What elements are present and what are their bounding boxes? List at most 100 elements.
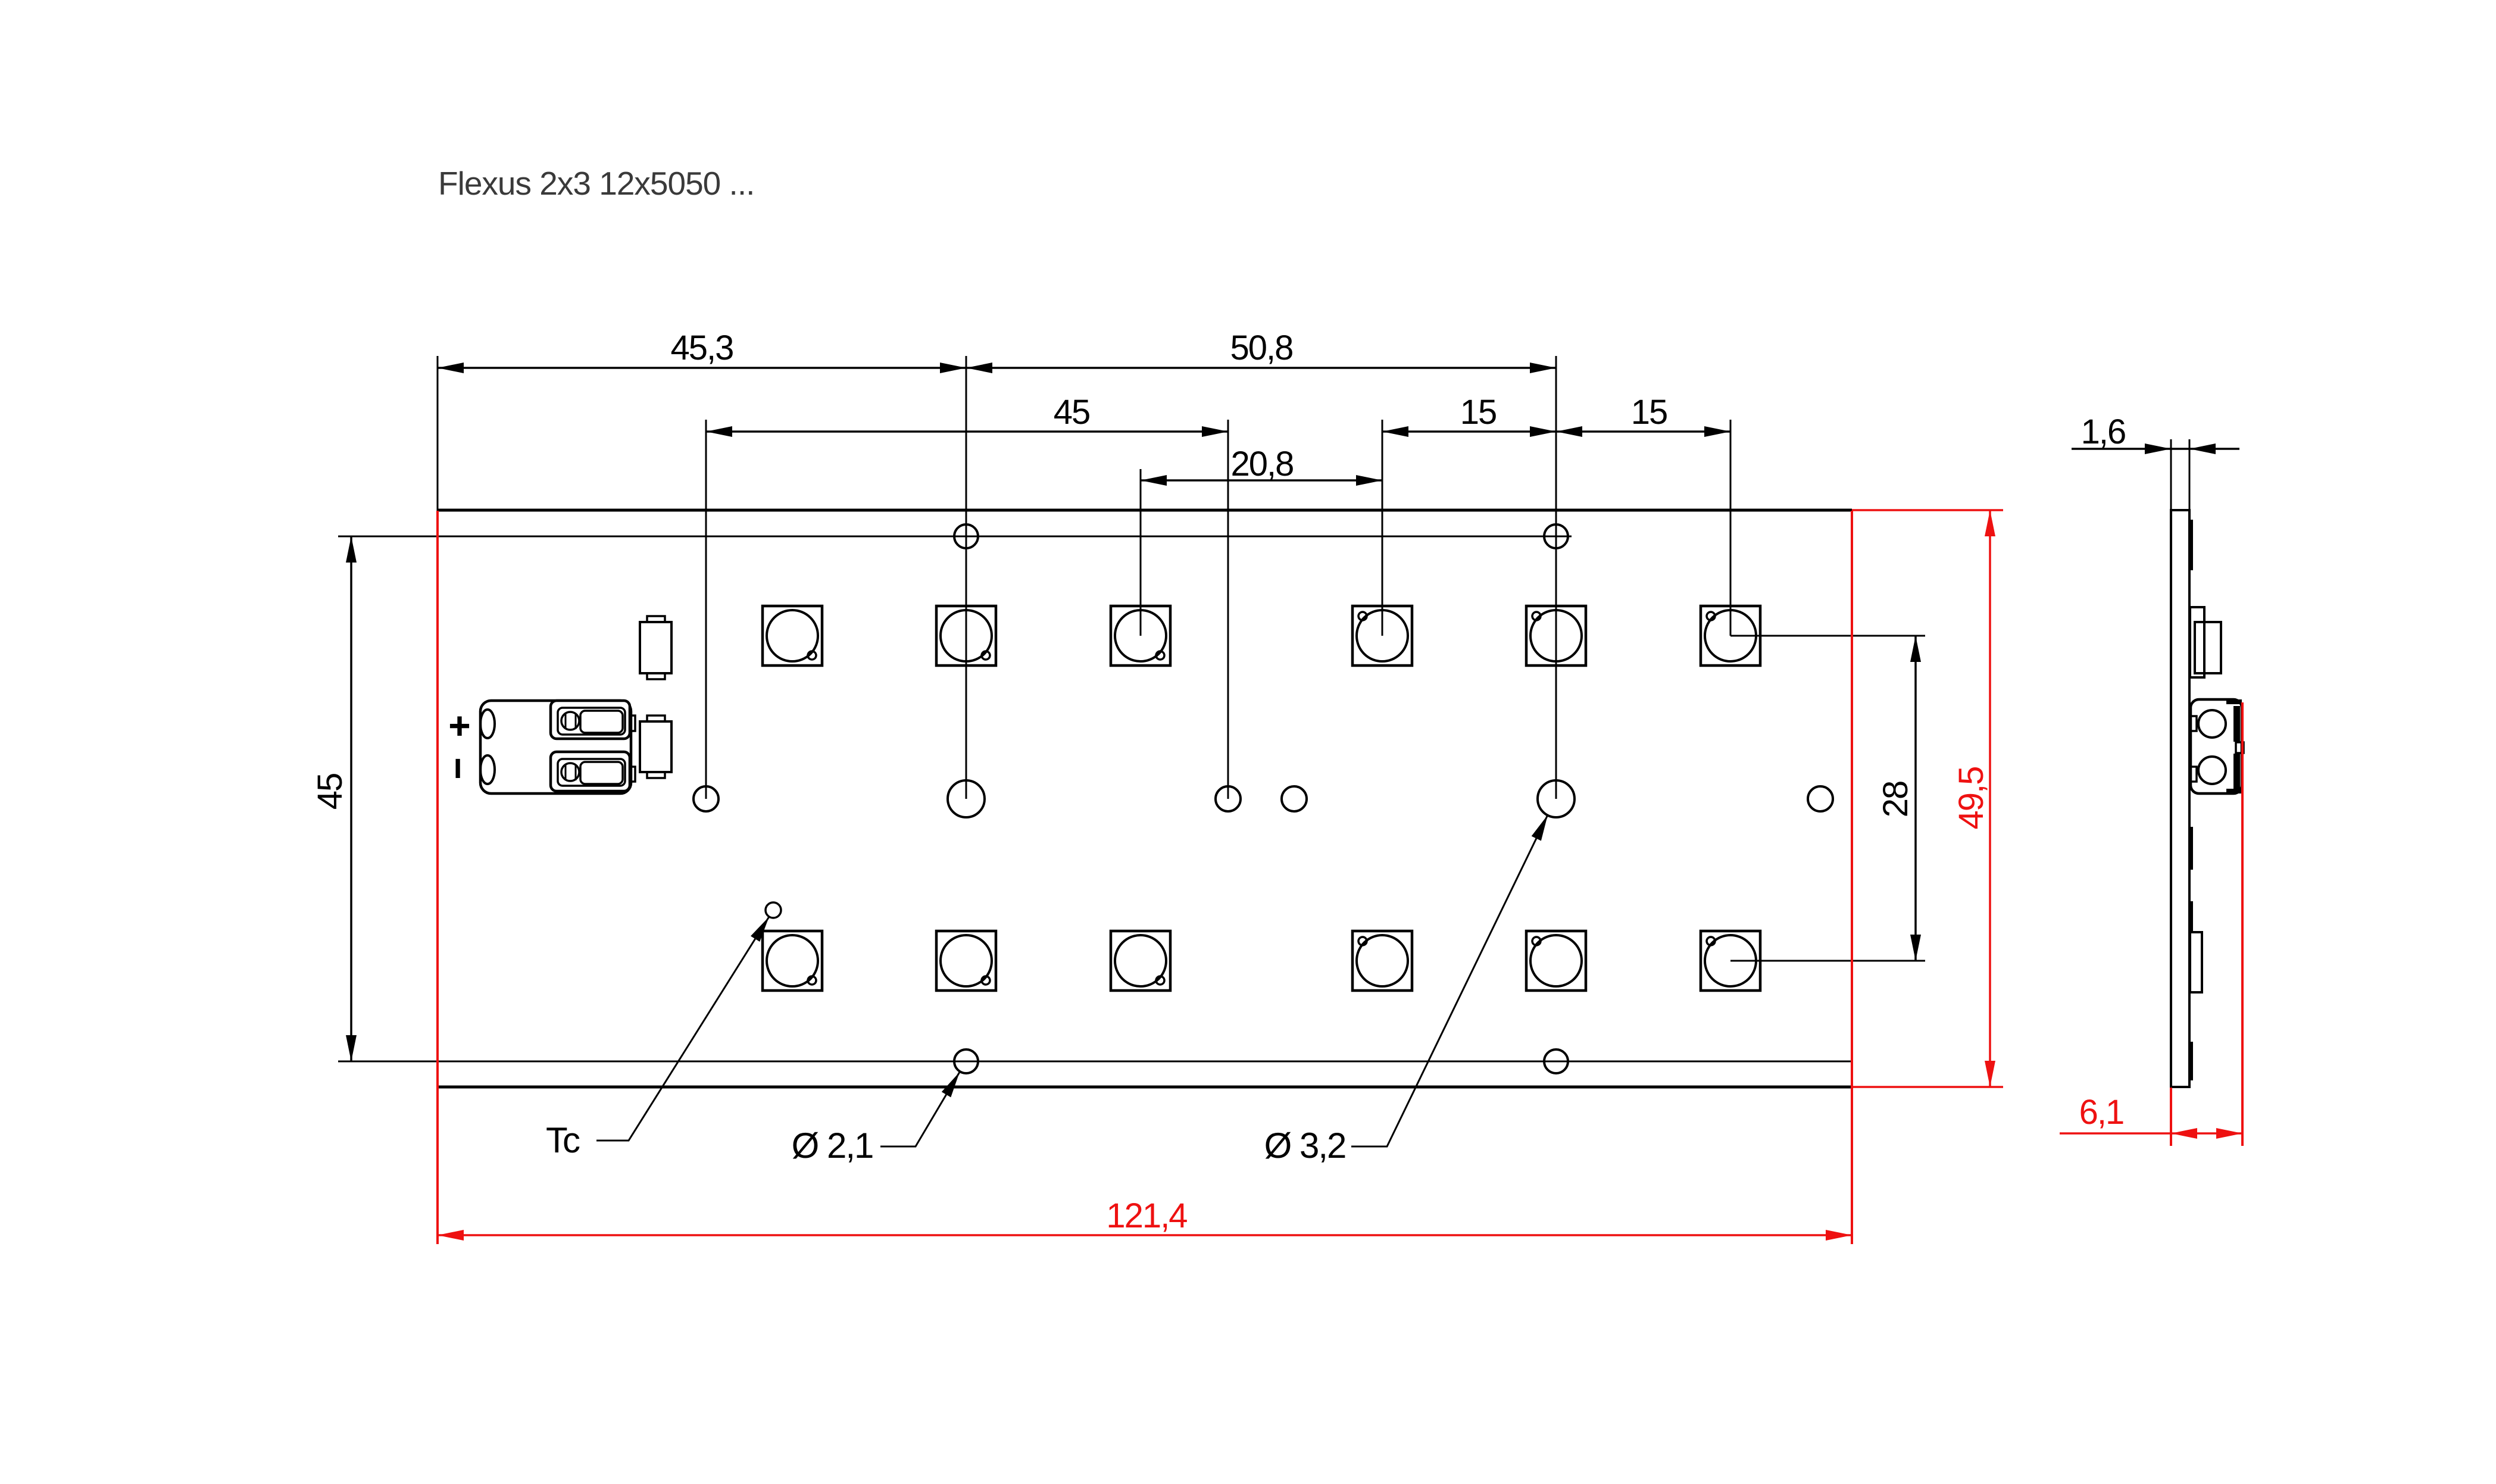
arrow — [1530, 426, 1556, 437]
small-hole — [1214, 785, 1242, 813]
connector-profile-tab — [2188, 766, 2198, 783]
led-polarity-dot — [1155, 975, 1166, 986]
arrow — [346, 1035, 357, 1061]
led-body — [1525, 929, 1588, 992]
plan-view: + − — [311, 329, 2003, 1244]
edge-hole — [1543, 1048, 1569, 1074]
edge-hole — [1543, 523, 1569, 549]
arrow — [940, 363, 966, 373]
large-hole — [946, 779, 986, 818]
arrow-red — [438, 1230, 464, 1241]
clamp-button — [579, 710, 624, 734]
wire-entry-slot — [479, 708, 496, 739]
connector-profile-hole — [2197, 709, 2227, 739]
terminal-connector — [479, 699, 636, 795]
small-hole — [1807, 785, 1834, 813]
resistor-body — [639, 621, 673, 674]
led — [1525, 604, 1588, 667]
small-hole — [692, 785, 720, 813]
led-polarity-dot — [1705, 936, 1716, 946]
dim-15-a-label: 15 — [1460, 393, 1497, 432]
dim-6-1-label: 6,1 — [2079, 1093, 2124, 1132]
red-dimension-6-1: 6,1 — [2060, 702, 2244, 1146]
arrowheads-black — [346, 363, 1921, 1061]
led-polarity-dot — [980, 650, 991, 661]
led — [1525, 929, 1588, 992]
dia32-leader — [1351, 814, 1549, 1148]
tc-label: Tc — [546, 1120, 580, 1160]
arrow — [966, 363, 992, 373]
edge-pad-mark — [2189, 1042, 2193, 1080]
dim-50-8-label: 50,8 — [1230, 329, 1293, 367]
resistor-body — [639, 720, 673, 773]
led — [1109, 929, 1172, 992]
connector-pad-tab — [629, 714, 636, 732]
red-dimensions — [436, 509, 2003, 1244]
led — [1351, 929, 1414, 992]
arrow-red — [1985, 510, 1995, 536]
edge-pad-mark — [2189, 827, 2193, 870]
plus-marking: + — [449, 706, 468, 746]
dim-15-b-label: 15 — [1631, 393, 1667, 432]
led-lens — [939, 934, 993, 988]
led — [1699, 604, 1762, 667]
dia21-leader-arrow — [941, 1072, 960, 1098]
clamp-actuator — [560, 762, 580, 782]
led-array — [761, 604, 1762, 992]
large-hole — [1536, 779, 1576, 818]
led-lens — [1704, 609, 1757, 663]
led-polarity-dot — [807, 975, 817, 986]
arrow — [1141, 475, 1167, 486]
arrow — [346, 536, 357, 563]
arrow — [1704, 426, 1730, 437]
arrow — [2145, 443, 2171, 454]
arrow-red — [2171, 1128, 2197, 1139]
arrow — [1382, 426, 1408, 437]
led-polarity-dot — [1531, 936, 1542, 946]
component-profile — [2189, 606, 2206, 679]
arrow — [438, 363, 464, 373]
dimension-lines — [350, 367, 1917, 1061]
arrow — [1530, 363, 1556, 373]
clamp-bar — [2233, 754, 2240, 789]
led-body — [1109, 929, 1172, 992]
dim-45-label: 45 — [1054, 393, 1090, 432]
arrow-red — [2216, 1128, 2242, 1139]
led-profile — [2189, 931, 2203, 994]
led — [935, 929, 998, 992]
clamp-button — [579, 761, 624, 785]
dim-45-3-label: 45,3 — [671, 329, 733, 367]
led-polarity-dot — [1531, 611, 1542, 621]
clamp-inner — [557, 707, 626, 736]
arrow — [1910, 935, 1921, 961]
led-polarity-dot — [1155, 650, 1166, 661]
led-polarity-dot — [1705, 611, 1716, 621]
drawing-title: Flexus 2x3 12x5050 ... — [438, 165, 754, 202]
led-polarity-dot — [1357, 936, 1368, 946]
arrow — [2189, 443, 2216, 454]
wire-entry-slot — [479, 754, 496, 785]
led-lens — [766, 934, 819, 988]
led-lens — [1355, 934, 1409, 988]
led-lens — [1114, 609, 1167, 663]
led — [761, 604, 824, 667]
clamp-corner — [2226, 699, 2242, 704]
edge-pad-mark — [2189, 901, 2193, 932]
clamp-inner — [557, 758, 626, 787]
edge-hole — [953, 1048, 979, 1074]
dim-49-5-label: 49,5 — [1952, 767, 1991, 830]
led — [1699, 929, 1762, 992]
tc-leader-arrow — [750, 917, 769, 942]
led-body — [935, 604, 998, 667]
arrow — [706, 426, 732, 437]
led-body — [1699, 604, 1762, 667]
minus-marking: − — [438, 759, 477, 779]
led-body — [1351, 604, 1414, 667]
arrow — [1910, 636, 1921, 662]
clamp-bar — [2233, 706, 2240, 742]
led — [935, 604, 998, 667]
component-profile — [2194, 621, 2222, 674]
led — [1351, 604, 1414, 667]
